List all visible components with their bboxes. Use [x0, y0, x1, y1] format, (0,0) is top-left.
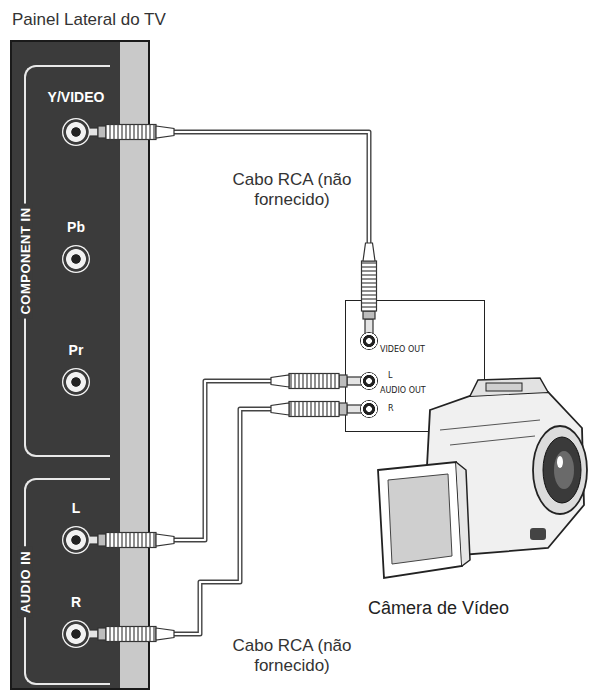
- rca-plug: [362, 243, 377, 337]
- cable-label: Cabo RCA (não fornecido): [222, 170, 362, 209]
- rca-jack: [62, 368, 90, 396]
- rca-plug: [80, 627, 174, 642]
- rca-cable: [80, 374, 365, 642]
- port-label: AUDIO OUT: [380, 386, 426, 395]
- device-caption: Câmera de Vídeo: [368, 598, 509, 619]
- group-label: AUDIO IN: [18, 546, 33, 617]
- rca-jack: [62, 526, 90, 554]
- rca-jack: [360, 372, 378, 390]
- rca-plug: [80, 533, 174, 548]
- group-label: COMPONENT IN: [18, 203, 33, 318]
- rca-jack: [62, 620, 90, 648]
- rca-cable: [80, 125, 377, 338]
- rca-plug: [271, 402, 365, 417]
- jack-label: Pb: [67, 219, 85, 235]
- jack-label: Y/VIDEO: [48, 89, 105, 105]
- cable-label: Cabo RCA (não fornecido): [222, 636, 362, 675]
- rca-plug: [80, 125, 174, 140]
- rca-jack: [62, 245, 90, 273]
- jack-label: R: [71, 594, 81, 610]
- port-label: R: [388, 404, 394, 413]
- rca-jack: [360, 400, 378, 418]
- panel-title: Painel Lateral do TV: [12, 10, 166, 30]
- jack-label: Pr: [69, 342, 84, 358]
- rca-plug: [271, 374, 365, 389]
- component-in-group: COMPONENT INY/VIDEOPbPr: [24, 65, 110, 457]
- port-label: L: [388, 371, 392, 380]
- audio-in-group: AUDIO INLR: [24, 478, 110, 685]
- port-label: VIDEO OUT: [380, 345, 425, 354]
- rca-jack: [360, 332, 378, 350]
- rca-jack: [62, 118, 90, 146]
- jack-label: L: [72, 500, 81, 516]
